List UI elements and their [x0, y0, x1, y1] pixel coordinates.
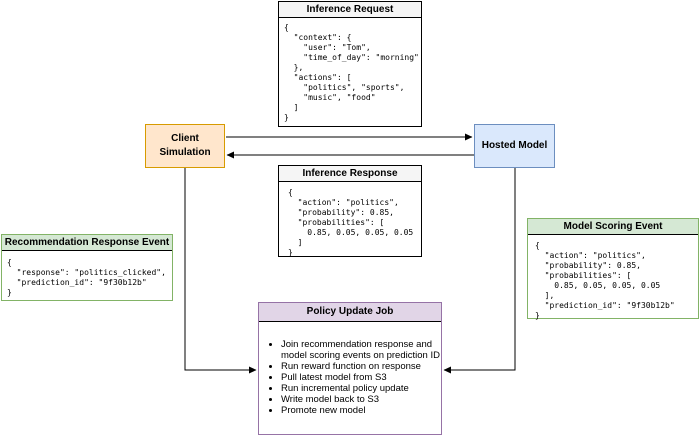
client-label-line-1: Client — [171, 133, 199, 144]
recommendation-response-event-json: { "response": "politics_clicked", "predi… — [7, 258, 166, 297]
model-scoring-event-box: Model Scoring Event { "action": "politic… — [527, 218, 699, 320]
inference-request-title: Inference Request — [279, 2, 421, 18]
inference-request-box: Inference Request { "context": { "user":… — [278, 1, 422, 127]
model-to-policy-arrow — [443, 168, 516, 374]
recommendation-response-event-box: Recommendation Response Event { "respons… — [1, 234, 173, 301]
hosted-model-label: Hosted Model — [481, 140, 548, 151]
inference-response-title: Inference Response — [279, 166, 421, 182]
model-scoring-event-json: { "action": "politics", "probability": 0… — [535, 241, 675, 320]
inference-response-json: { "action": "politics", "probability": 0… — [288, 188, 414, 257]
model-scoring-event-title: Model Scoring Event — [528, 219, 698, 235]
policy-task: Run reward function on response — [281, 361, 441, 372]
recommendation-response-event-title: Recommendation Response Event — [2, 235, 172, 251]
client-simulation-node: Client Simulation — [145, 124, 225, 168]
hosted-model-node: Hosted Model — [474, 124, 555, 168]
policy-update-task-list: Join recommendation response and model s… — [259, 339, 441, 416]
policy-update-job-title: Policy Update Job — [259, 303, 441, 322]
inference-response-box: Inference Response { "action": "politics… — [278, 165, 422, 257]
policy-task: Pull latest model from S3 — [281, 372, 441, 383]
policy-update-job-box: Policy Update Job Join recommendation re… — [258, 302, 442, 435]
client-label-line-2: Simulation — [159, 147, 211, 158]
policy-task: Promote new model — [281, 405, 441, 416]
client-to-policy-arrow — [184, 168, 257, 374]
policy-task: Write model back to S3 — [281, 394, 441, 405]
inference-request-json: { "context": { "user": "Tom", "time_of_d… — [284, 23, 419, 122]
policy-task: Join recommendation response and model s… — [281, 339, 441, 361]
policy-task: Run incremental policy update — [281, 383, 441, 394]
